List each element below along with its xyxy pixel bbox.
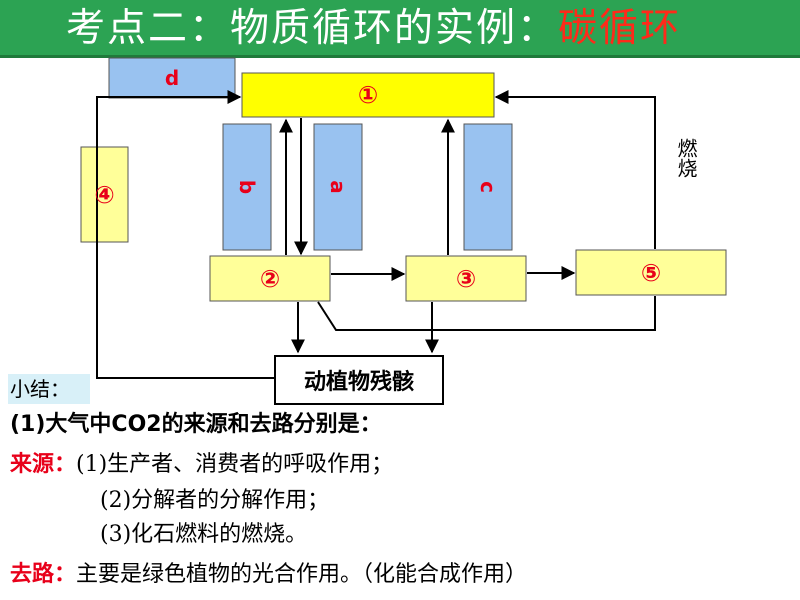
summary-question: (1)大气中CO2的来源和去路分别是： [10,412,382,437]
source-item-2: (2)分解者的分解作用； [100,488,330,513]
box-node4 [80,146,129,243]
label-c: c [464,124,512,250]
title-main: 考点二：物质循环的实例： [66,6,559,51]
destination-line: 去路：主要是绿色植物的光合作用。（化能合成作用） [10,560,527,590]
source-line: 来源：(1)生产者、消费者的呼吸作用； [10,450,393,480]
box-node5 [575,249,727,296]
box-node2 [209,255,331,302]
source-item-1: (1)生产者、消费者的呼吸作用； [76,452,394,477]
box-c [463,123,513,251]
header-bar: 考点二：物质循环的实例：碳循环 [0,0,800,58]
node5-label: ⑤ [640,258,662,287]
destination-text: 主要是绿色植物的光合作用。（化能合成作用） [76,562,528,587]
arrow-remains-to-node1 [96,90,274,379]
label-d: d [164,66,180,90]
label-b-text: b [234,179,259,195]
page-title: 考点二：物质循环的实例：碳循环 [66,4,681,54]
destination-label: 去路： [10,562,77,587]
box-a [313,123,363,251]
remains-box: 动植物残骸 [274,355,444,405]
box-d [108,57,236,99]
label-c-text: c [475,181,500,193]
node1-label: ① [357,81,379,109]
label-a-text: a [326,180,350,194]
label-b: b [223,124,271,250]
title-highlight: 碳循环 [558,6,682,51]
burn-label: 燃烧 [674,138,698,178]
node3-label: ③ [455,264,477,293]
source-item-3: (3)化石燃料的燃烧。 [100,522,308,547]
node4-label: ④ [94,180,115,209]
node2-label: ② [259,264,281,293]
summary-label: 小结： [8,374,90,404]
arrow-node5-to-node1 [494,90,656,249]
box-b [222,123,272,251]
box-node1 [241,72,495,118]
connector-node2-to-node5 [317,296,656,331]
source-label: 来源： [10,452,77,477]
label-a: a [314,124,362,250]
box-node3 [405,255,527,302]
